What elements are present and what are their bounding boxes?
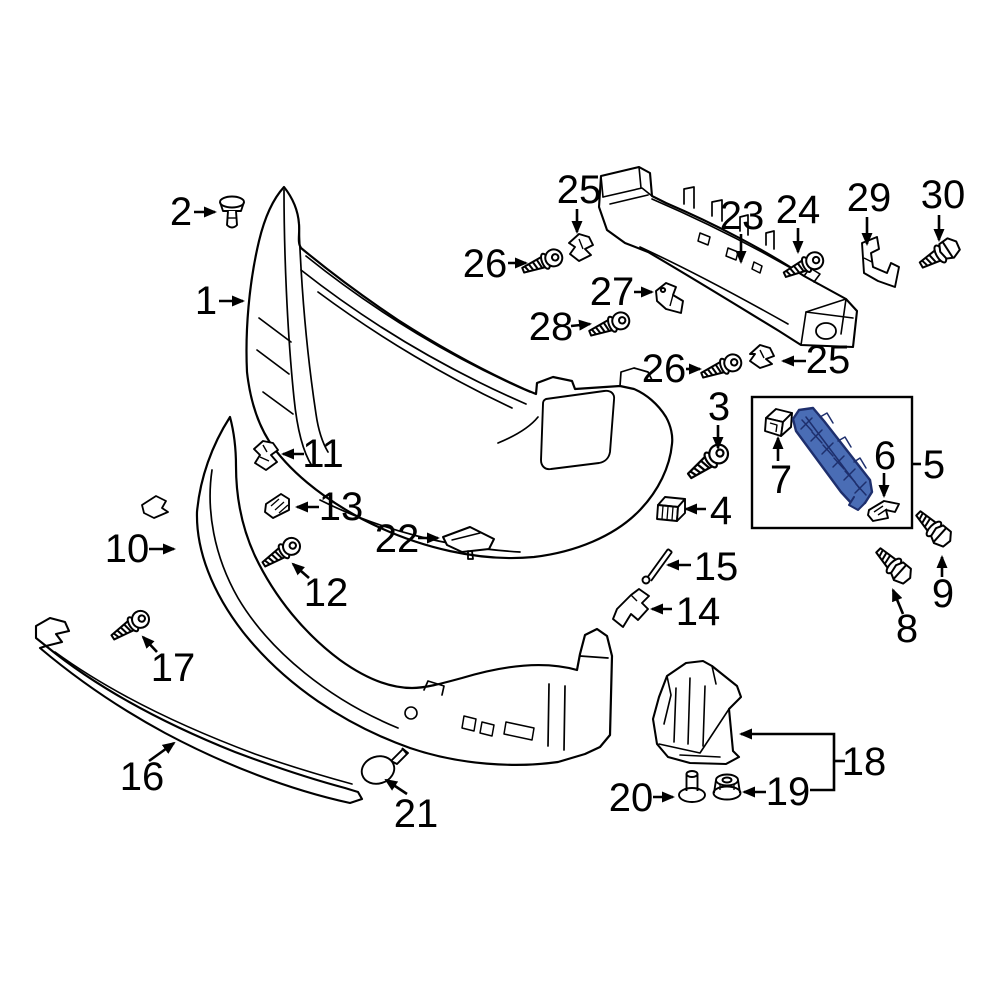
part-rod-15 bbox=[641, 548, 673, 585]
part-screw-3 bbox=[682, 439, 733, 485]
part-bolt-8 bbox=[870, 542, 917, 589]
part-bolt-9 bbox=[910, 505, 957, 552]
callout-20: 20 bbox=[608, 776, 654, 820]
callout-14: 14 bbox=[675, 590, 721, 634]
part-pin-20 bbox=[678, 770, 706, 803]
part-screw-26b bbox=[698, 350, 745, 385]
part-side-bracket-highlighted[interactable] bbox=[791, 406, 874, 511]
callout-18: 18 bbox=[841, 740, 887, 784]
callout-1: 1 bbox=[194, 279, 218, 323]
part-splash-guard bbox=[651, 659, 743, 766]
callout-12: 12 bbox=[303, 571, 349, 615]
callout-4: 4 bbox=[709, 489, 733, 533]
part-trim-piece bbox=[442, 526, 495, 560]
callout-11: 11 bbox=[302, 432, 344, 476]
callout-8: 8 bbox=[895, 607, 919, 651]
callout-28: 28 bbox=[528, 305, 574, 349]
callout-26-mid: 26 bbox=[641, 347, 687, 391]
callout-22: 22 bbox=[374, 517, 420, 561]
callout-21: 21 bbox=[393, 792, 439, 836]
callout-25-right: 25 bbox=[805, 338, 851, 382]
part-clip-4 bbox=[656, 496, 686, 522]
part-lower-trim-strip bbox=[34, 616, 364, 805]
part-bracket-29 bbox=[861, 236, 900, 288]
callout-9: 9 bbox=[931, 572, 955, 616]
callout-30: 30 bbox=[920, 173, 966, 217]
callout-24: 24 bbox=[775, 188, 821, 232]
callout-arrows bbox=[141, 206, 948, 803]
part-bracket-27 bbox=[655, 282, 684, 314]
part-clip-7 bbox=[764, 408, 793, 437]
part-clip-25-right bbox=[749, 344, 775, 369]
part-clip-11 bbox=[253, 440, 279, 471]
callout-19: 19 bbox=[765, 770, 811, 814]
part-bolt-30 bbox=[915, 234, 964, 275]
callout-27: 27 bbox=[589, 270, 635, 314]
part-rear-bumper-cover bbox=[245, 185, 674, 560]
part-screw-28 bbox=[586, 308, 633, 343]
part-screw-26a bbox=[519, 245, 566, 280]
callout-3: 3 bbox=[707, 385, 731, 429]
callout-10: 10 bbox=[104, 527, 150, 571]
part-clip-6 bbox=[867, 500, 900, 522]
part-lower-bumper-cover bbox=[141, 415, 614, 766]
callout-17: 17 bbox=[150, 646, 196, 690]
part-pin-21 bbox=[360, 747, 409, 785]
callout-2: 2 bbox=[169, 190, 193, 234]
part-clip-13 bbox=[264, 493, 290, 519]
callout-23: 23 bbox=[719, 194, 765, 238]
callout-5: 5 bbox=[922, 443, 946, 487]
callout-7: 7 bbox=[769, 458, 793, 502]
callout-29: 29 bbox=[846, 176, 892, 220]
part-clip-2 bbox=[219, 195, 245, 229]
part-nut-19 bbox=[712, 773, 742, 801]
part-clip-25-top bbox=[568, 233, 594, 262]
callout-15: 15 bbox=[693, 545, 739, 589]
callout-25-top: 25 bbox=[556, 168, 602, 212]
part-impact-bar bbox=[597, 165, 859, 349]
callout-6: 6 bbox=[873, 434, 897, 478]
part-bracket-14 bbox=[612, 588, 650, 628]
callout-26-left: 26 bbox=[462, 242, 508, 286]
callout-13: 13 bbox=[318, 485, 364, 529]
callout-16: 16 bbox=[119, 755, 165, 799]
